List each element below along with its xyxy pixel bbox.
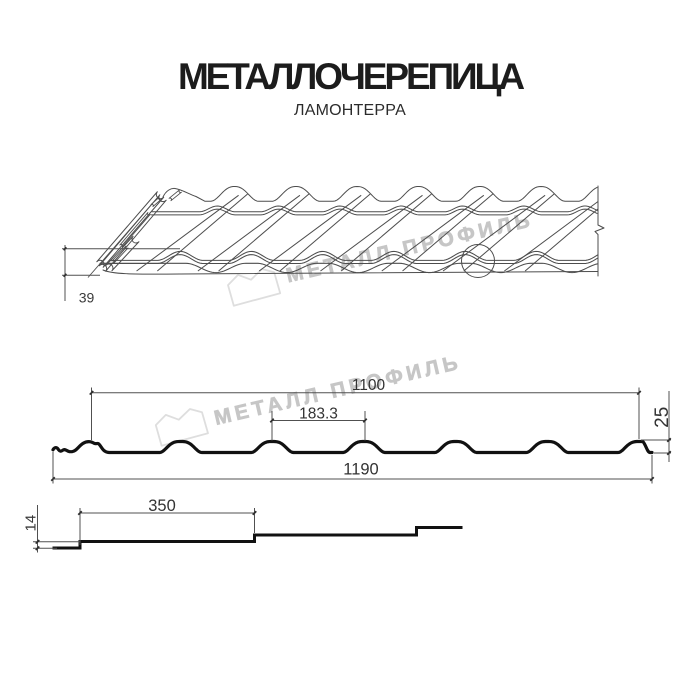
svg-text:14: 14 [22,515,39,532]
svg-text:183.3: 183.3 [299,406,338,423]
svg-text:1100: 1100 [352,377,386,394]
svg-text:1190: 1190 [343,460,378,478]
svg-text:МЕТАЛЛ ПРОФИЛЬ: МЕТАЛЛ ПРОФИЛЬ [284,208,536,287]
svg-text:25: 25 [652,407,673,428]
svg-text:39: 39 [79,290,95,306]
svg-text:350: 350 [148,497,176,515]
